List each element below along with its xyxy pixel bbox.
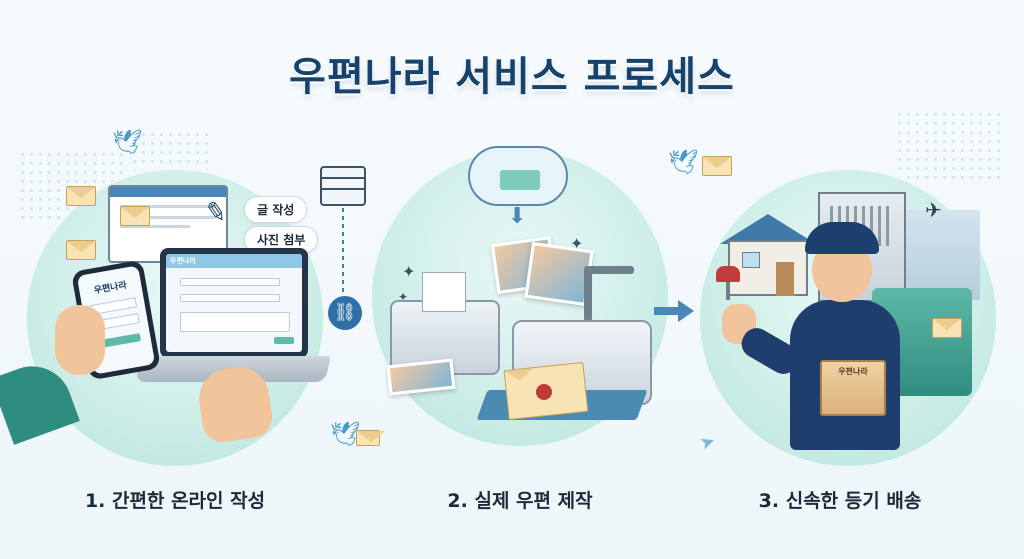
bubble-write: 글 작성 bbox=[244, 196, 308, 223]
dot-pattern bbox=[130, 130, 210, 170]
step-2-label: 2. 실제 우편 제작 bbox=[447, 490, 593, 512]
package-brand: 우편나라 bbox=[838, 367, 868, 376]
bird-icon: 🕊 bbox=[330, 420, 361, 448]
envelope-icon bbox=[356, 430, 385, 446]
bird-icon: 🕊 bbox=[668, 148, 699, 176]
mailbox-small bbox=[716, 266, 740, 282]
city-skyline bbox=[900, 210, 980, 300]
laptop-brand: 우편나라 bbox=[166, 254, 302, 268]
hand bbox=[55, 305, 105, 375]
bird-icon: 🕊 bbox=[112, 128, 143, 156]
envelope-icon bbox=[66, 240, 96, 260]
robot-arm bbox=[584, 270, 592, 322]
form-field bbox=[180, 312, 290, 332]
link-icon: ⛓ bbox=[328, 296, 362, 330]
robot-arm bbox=[584, 266, 634, 274]
sparkle-icon: ✦ bbox=[570, 234, 584, 253]
page-title: 우편나라 서비스 프로세스 bbox=[289, 54, 735, 100]
envelope-icon bbox=[66, 186, 96, 206]
paper-plane-icon: ➤ bbox=[696, 430, 719, 455]
form-field bbox=[180, 278, 280, 286]
envelope-icon bbox=[702, 156, 732, 176]
connector-line bbox=[342, 208, 344, 296]
laptop-icon: 우편나라 bbox=[160, 248, 308, 358]
courier-cap bbox=[805, 222, 879, 254]
sparkle-icon: ✦ bbox=[402, 262, 416, 281]
step-1-label: 1. 간편한 온라인 작성 bbox=[84, 490, 266, 512]
house-icon bbox=[728, 240, 808, 296]
submit-button bbox=[274, 337, 294, 344]
arrow-down-icon: ⬇ bbox=[508, 204, 527, 229]
form-field bbox=[180, 294, 280, 302]
envelope-icon bbox=[932, 318, 962, 338]
house-roof bbox=[720, 214, 816, 244]
package-icon: 우편나라 bbox=[820, 360, 886, 416]
server-icon bbox=[320, 166, 366, 206]
cloud-icon bbox=[468, 146, 568, 206]
phone-brand: 우편나라 bbox=[93, 280, 128, 297]
sparkle-icon: ✦ bbox=[398, 290, 409, 304]
wax-seal bbox=[536, 384, 552, 400]
drone-icon: ✈ bbox=[925, 198, 942, 222]
mailbox-post bbox=[726, 282, 730, 300]
envelope-icon bbox=[120, 206, 150, 226]
dot-pattern bbox=[895, 110, 1005, 180]
arrow-right-icon bbox=[654, 300, 694, 322]
step-3-label: 3. 신속한 등기 배송 bbox=[758, 490, 922, 512]
